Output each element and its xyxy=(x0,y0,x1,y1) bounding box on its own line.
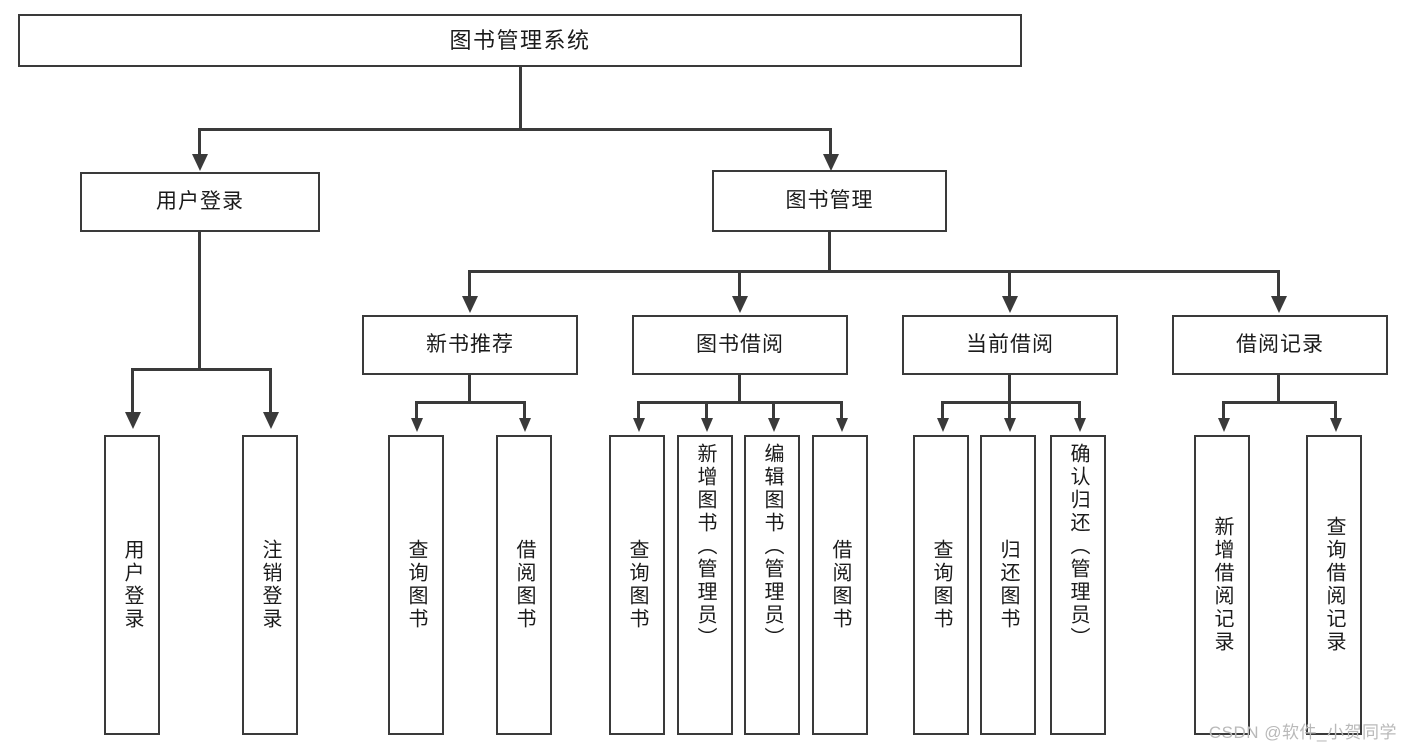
node-label: 查询图书 xyxy=(626,539,648,631)
connector-current-borrow-stem xyxy=(1008,375,1011,403)
connector-cb-to-leaf-1 xyxy=(941,401,944,419)
connector-cb-to-leaf-2 xyxy=(1008,401,1011,419)
node-label: 图书借阅 xyxy=(696,332,784,356)
arrowhead-bm-borrow-record xyxy=(1270,296,1287,313)
arrowhead-bb-leaf-1 xyxy=(632,418,645,432)
node-label: 借阅图书 xyxy=(513,539,535,631)
connector-borrow-record-bus xyxy=(1222,401,1337,404)
arrowhead-bb-leaf-2 xyxy=(700,418,713,432)
connector-new-book-bus xyxy=(415,401,526,404)
connector-cb-to-leaf-3 xyxy=(1078,401,1081,419)
arrowhead-br-leaf-2 xyxy=(1329,418,1342,432)
node-label: 借阅记录 xyxy=(1236,332,1324,356)
node-label: 编辑图书（管理员） xyxy=(761,443,783,650)
arrowhead-bb-leaf-3 xyxy=(767,418,780,432)
node-book-borrow[interactable]: 图书借阅 xyxy=(632,315,848,375)
connector-bm-to-current-borrow xyxy=(1008,270,1011,298)
connector-new-book-stem xyxy=(468,375,471,403)
arrowhead-cb-leaf-1 xyxy=(936,418,949,432)
leaf-new-book-borrow-book[interactable]: 借阅图书 xyxy=(496,435,552,735)
leaf-user-login-login[interactable]: 用户登录 xyxy=(104,435,160,735)
arrowhead-cb-leaf-2 xyxy=(1003,418,1016,432)
node-label: 归还图书 xyxy=(997,539,1019,631)
connector-current-borrow-bus xyxy=(941,401,1081,404)
connector-bb-to-leaf-3 xyxy=(772,401,775,419)
leaf-current-borrow-confirm-return-admin[interactable]: 确认归还（管理员） xyxy=(1050,435,1106,735)
connector-br-to-leaf-2 xyxy=(1334,401,1337,419)
node-label: 查询图书 xyxy=(405,539,427,631)
leaf-book-borrow-borrow-book[interactable]: 借阅图书 xyxy=(812,435,868,735)
leaf-current-borrow-return-book[interactable]: 归还图书 xyxy=(980,435,1036,735)
connector-bm-to-borrow-record xyxy=(1277,270,1280,298)
node-label: 新增图书（管理员） xyxy=(694,443,716,650)
connector-user-login-stem xyxy=(198,232,201,370)
connector-borrow-record-stem xyxy=(1277,375,1280,403)
connector-book-borrow-bus xyxy=(637,401,842,404)
node-current-borrow[interactable]: 当前借阅 xyxy=(902,315,1118,375)
connector-book-borrow-stem xyxy=(738,375,741,403)
connector-br-to-leaf-1 xyxy=(1222,401,1225,419)
leaf-book-borrow-add-book-admin[interactable]: 新增图书（管理员） xyxy=(677,435,733,735)
node-borrow-record[interactable]: 借阅记录 xyxy=(1172,315,1388,375)
node-label: 图书管理系统 xyxy=(449,27,591,53)
connector-book-management-bus xyxy=(468,270,1280,273)
connector-nb-to-leaf-1 xyxy=(415,401,418,419)
arrowhead-bb-leaf-4 xyxy=(835,418,848,432)
node-label: 确认归还（管理员） xyxy=(1067,443,1089,650)
leaf-user-login-logout[interactable]: 注销登录 xyxy=(242,435,298,735)
node-new-book-recommend[interactable]: 新书推荐 xyxy=(362,315,578,375)
leaf-borrow-record-add-record[interactable]: 新增借阅记录 xyxy=(1194,435,1250,735)
connector-bb-to-leaf-4 xyxy=(840,401,843,419)
node-label: 借阅图书 xyxy=(829,539,851,631)
arrowhead-nb-leaf-2 xyxy=(518,418,531,432)
connector-bm-to-book-borrow xyxy=(738,270,741,298)
node-label: 当前借阅 xyxy=(966,332,1054,356)
leaf-new-book-query-book[interactable]: 查询图书 xyxy=(388,435,444,735)
arrowhead-to-book-management xyxy=(822,154,839,171)
connector-root-to-user-login xyxy=(198,128,201,156)
node-label: 新增借阅记录 xyxy=(1211,516,1233,654)
arrowhead-bm-book-borrow xyxy=(731,296,748,313)
node-label: 用户登录 xyxy=(156,189,244,213)
arrowhead-bm-current-borrow xyxy=(1001,296,1018,313)
leaf-book-borrow-query-book[interactable]: 查询图书 xyxy=(609,435,665,735)
node-label: 查询图书 xyxy=(930,539,952,631)
connector-bb-to-leaf-2 xyxy=(705,401,708,419)
connector-user-login-to-leaf-1 xyxy=(131,368,134,415)
leaf-book-borrow-edit-book-admin[interactable]: 编辑图书（管理员） xyxy=(744,435,800,735)
connector-root-to-book-management xyxy=(829,128,832,156)
connector-nb-to-leaf-2 xyxy=(523,401,526,419)
leaf-current-borrow-query-book[interactable]: 查询图书 xyxy=(913,435,969,735)
node-user-login[interactable]: 用户登录 xyxy=(80,172,320,232)
node-label: 注销登录 xyxy=(259,539,281,631)
node-label: 查询借阅记录 xyxy=(1323,516,1345,654)
node-label: 图书管理 xyxy=(785,188,874,212)
arrowhead-br-leaf-1 xyxy=(1217,418,1230,432)
connector-bb-to-leaf-1 xyxy=(637,401,640,419)
arrowhead-nb-leaf-1 xyxy=(410,418,423,432)
connector-book-management-stem xyxy=(828,232,831,272)
arrowhead-user-login-leaf-2 xyxy=(262,412,279,429)
node-book-management[interactable]: 图书管理 xyxy=(712,170,947,232)
arrowhead-cb-leaf-3 xyxy=(1073,418,1086,432)
connector-user-login-to-leaf-2 xyxy=(269,368,272,415)
arrowhead-to-user-login xyxy=(191,154,208,171)
leaf-borrow-record-query-record[interactable]: 查询借阅记录 xyxy=(1306,435,1362,735)
node-label: 新书推荐 xyxy=(426,332,514,356)
connector-root-stem xyxy=(518,67,522,130)
node-root-book-management-system[interactable]: 图书管理系统 xyxy=(18,14,1022,67)
node-label: 用户登录 xyxy=(121,539,143,631)
arrowhead-bm-new-book xyxy=(461,296,478,313)
connector-user-login-bus xyxy=(131,368,271,371)
connector-root-bus xyxy=(198,128,832,131)
arrowhead-user-login-leaf-1 xyxy=(124,412,141,429)
connector-bm-to-new-book xyxy=(468,270,471,298)
